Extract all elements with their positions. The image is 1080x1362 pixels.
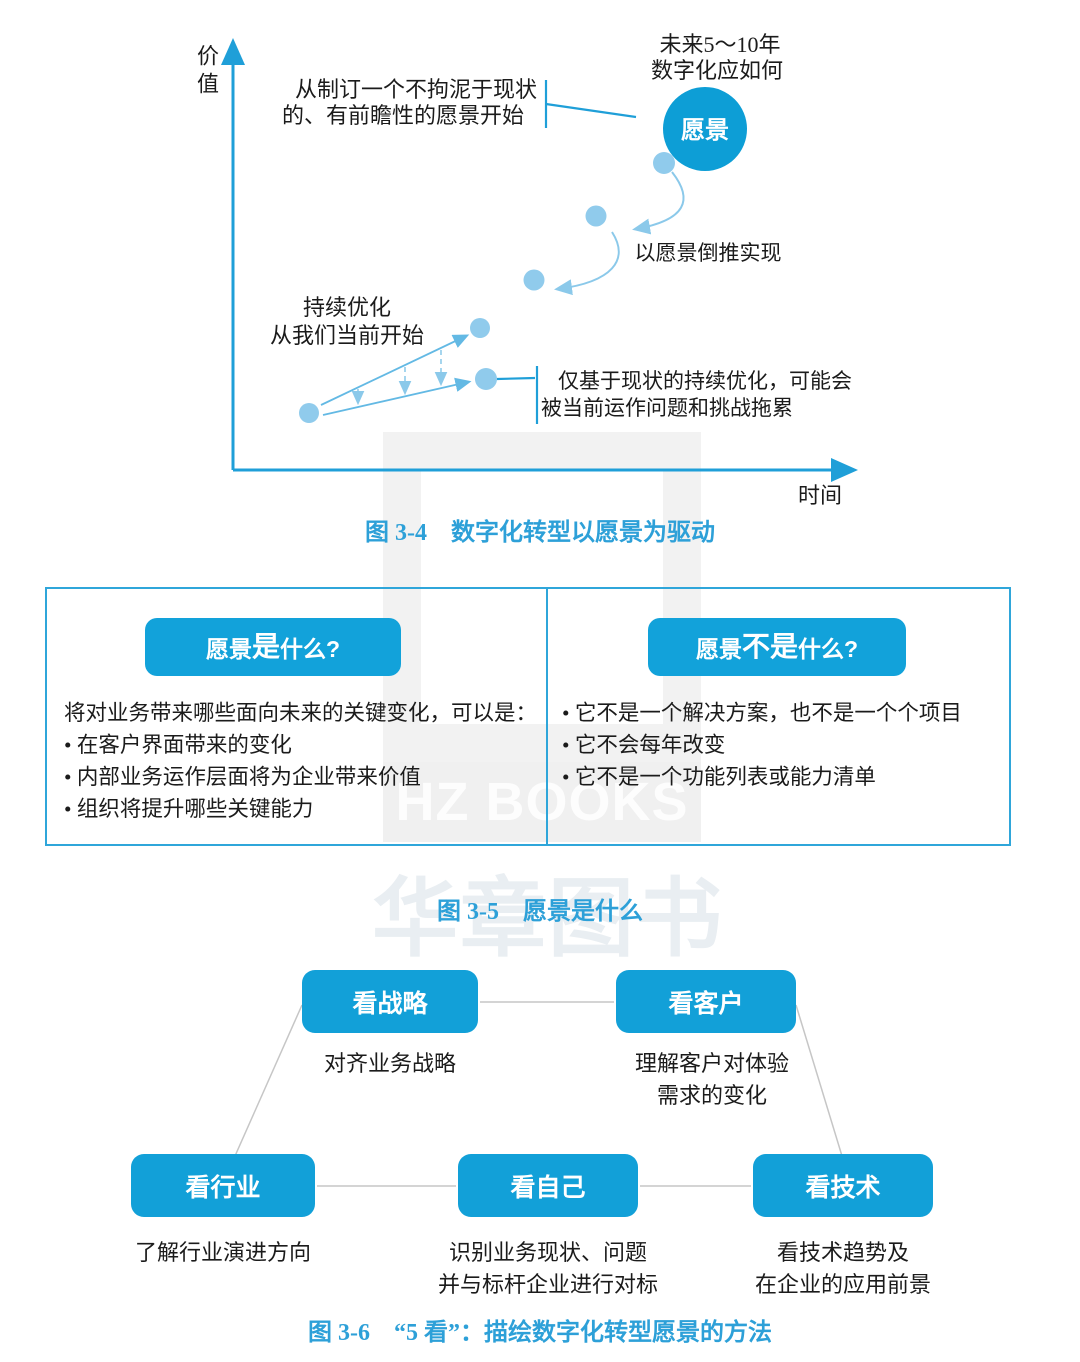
desc-see-self: 识别业务现状、问题 并与标杆企业进行对标 — [388, 1237, 708, 1301]
connector-strategy-industry — [234, 1004, 303, 1157]
desc-line: 了解行业演进方向 — [134, 1240, 311, 1265]
desc-line: 对齐业务战略 — [323, 1051, 456, 1076]
desc-see-industry: 了解行业演进方向 — [63, 1237, 383, 1269]
header-emphasis: 是 — [251, 631, 280, 662]
continuous-label-line1: 持续优化 — [303, 295, 391, 320]
header-text: 什么? — [279, 636, 341, 662]
panel-divider — [546, 587, 548, 846]
backcast-arrow-2 — [554, 231, 620, 296]
watermark-hz-books: HZ BOOKS — [383, 762, 701, 842]
continuous-label-line2: 从我们当前开始 — [270, 323, 424, 348]
header-text: 愿景 — [695, 636, 742, 662]
node-see-industry: 看行业 — [131, 1154, 315, 1217]
annotation-leader-line — [545, 102, 637, 119]
node-see-tech: 看技术 — [753, 1154, 933, 1217]
current-state-dot — [299, 403, 319, 423]
future-label-line1: 未来5～10年 — [659, 32, 780, 57]
list-intro: 将对业务带来哪些面向未来的关键变化，可以是： — [64, 701, 538, 725]
upper-trajectory-line — [320, 334, 470, 406]
list-item: • 它不是一个解决方案，也不是一个个项目 — [562, 701, 962, 725]
vision-start-line1: 从制订一个不拘泥于现状 — [295, 77, 537, 102]
node-see-customer: 看客户 — [616, 970, 796, 1033]
desc-line: 看技术趋势及 — [776, 1240, 909, 1265]
desc-see-customer: 理解客户对体验 需求的变化 — [552, 1048, 872, 1112]
desc-see-strategy: 对齐业务战略 — [230, 1048, 550, 1080]
what-vision-is-not-list: • 它不是一个解决方案，也不是一个个项目 • 它不会每年改变 • 它不是一个功能… — [562, 697, 962, 793]
figure-3-5-caption: 图 3-5 愿景是什么 — [437, 899, 643, 925]
vision-circle-label: 愿景 — [681, 117, 729, 144]
node-see-strategy: 看战略 — [302, 970, 478, 1033]
five-views-connectors — [234, 1001, 843, 1187]
status-quo-line2: 被当前运作问题和挑战拖累 — [541, 396, 793, 420]
vision-start-line2: 的、有前瞻性的愿景开始 — [282, 103, 524, 128]
list-item: • 它不会每年改变 — [562, 733, 726, 757]
vision-definition-panel — [45, 587, 1011, 846]
header-text: 什么? — [797, 636, 859, 662]
list-item: • 它不是一个功能列表或能力清单 — [562, 765, 876, 789]
desc-line: 需求的变化 — [656, 1083, 767, 1108]
connector-customer-tech — [795, 1004, 843, 1157]
optimistic-target-dot — [470, 318, 490, 338]
list-item: • 组织将提升哪些关键能力 — [64, 797, 314, 821]
node-see-self: 看自己 — [458, 1154, 638, 1217]
dragged-target-dot — [475, 368, 497, 390]
list-item: • 在客户界面带来的变化 — [64, 733, 292, 757]
status-quo-line1: 仅基于现状的持续优化，可能会 — [558, 369, 852, 393]
what-vision-is-header: 愿景是什么? — [145, 618, 401, 676]
what-vision-is-not-header: 愿景不是什么? — [648, 618, 906, 676]
header-text: 愿景 — [205, 636, 252, 662]
watermark-huazhang: 华章图书 — [372, 871, 724, 967]
figure-3-6-caption: 图 3-6 “5 看”：描绘数字化转型愿景的方法 — [308, 1320, 772, 1346]
backcast-dot-3 — [523, 269, 545, 291]
status-quo-leader-line — [496, 376, 536, 381]
desc-line: 识别业务现状、问题 — [448, 1240, 647, 1265]
vision-circle — [663, 87, 747, 171]
backcast-dot-1 — [653, 152, 675, 174]
publisher-logo-watermark — [383, 432, 701, 762]
desc-line: 在企业的应用前景 — [754, 1272, 931, 1297]
desc-line: 并与标杆企业进行对标 — [437, 1272, 658, 1297]
what-vision-is-list: 将对业务带来哪些面向未来的关键变化，可以是： • 在客户界面带来的变化 • 内部… — [64, 697, 537, 825]
backcast-dot-2 — [585, 205, 607, 227]
lower-trajectory-line — [322, 377, 472, 416]
figure-3-4-caption: 图 3-4 数字化转型以愿景为驱动 — [365, 520, 715, 546]
header-emphasis: 不是 — [741, 631, 798, 662]
x-axis-label: 时间 — [798, 483, 842, 508]
future-label-line2: 数字化应如何 — [651, 58, 783, 83]
backcast-label: 以愿景倒推实现 — [635, 241, 782, 265]
desc-see-tech: 看技术趋势及 在企业的应用前景 — [683, 1237, 1003, 1301]
desc-line: 理解客户对体验 — [634, 1051, 789, 1076]
list-item: • 内部业务运作层面将为企业带来价值 — [64, 765, 421, 789]
y-axis-label: 价值 — [194, 44, 219, 100]
backcast-arrow-1 — [632, 171, 685, 235]
